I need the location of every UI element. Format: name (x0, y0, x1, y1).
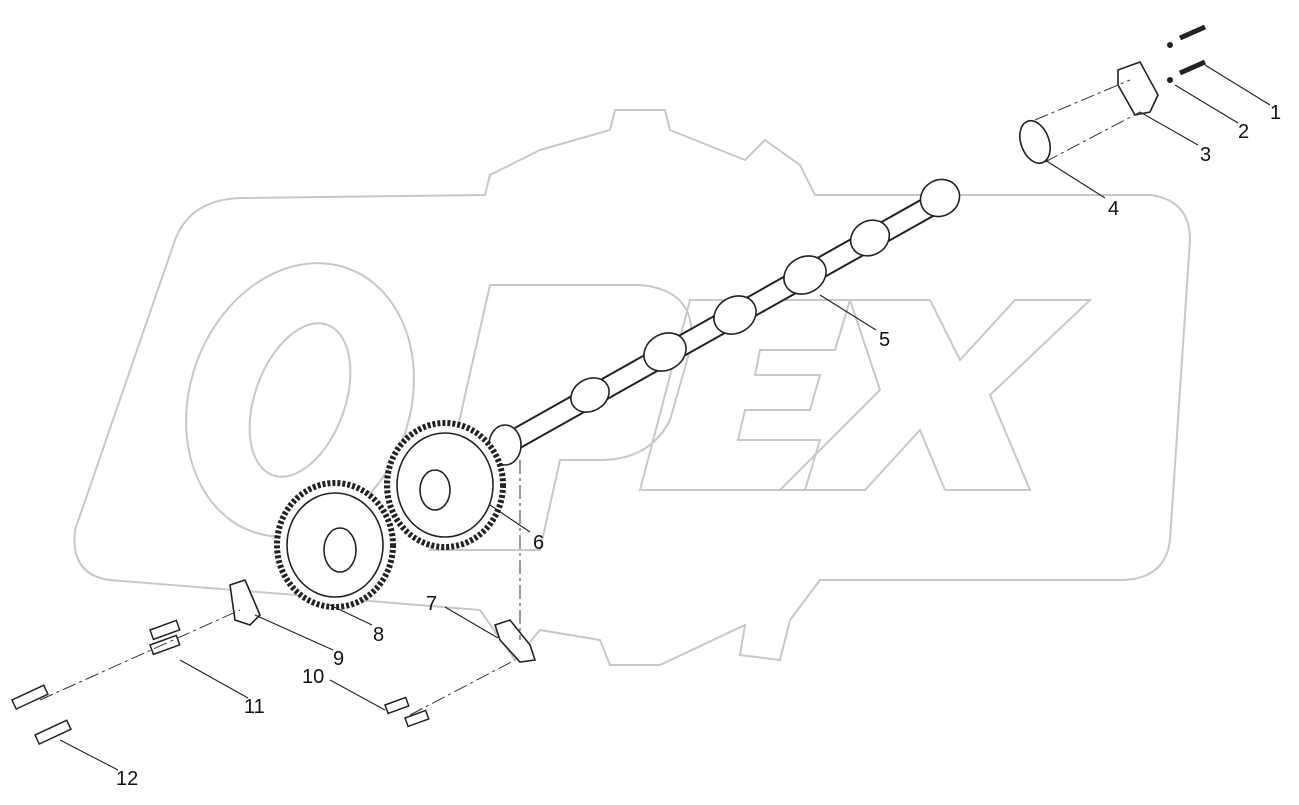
bolts-top (1167, 24, 1207, 83)
leader-lines (59, 64, 1271, 771)
camshaft (488, 178, 961, 466)
center-lines (39, 79, 1141, 716)
callout-8: 8 (373, 624, 384, 646)
bracket (493, 619, 537, 663)
callout-1: 1 (1270, 102, 1281, 124)
callout-9: 9 (333, 648, 344, 670)
callout-2: 2 (1238, 121, 1249, 143)
callouts: 1 2 3 4 5 6 7 8 9 10 11 12 (116, 102, 1281, 790)
callout-3: 3 (1200, 144, 1211, 166)
callout-7: 7 (426, 593, 437, 615)
cover-plate (1117, 61, 1159, 116)
opex-watermark-logo (73, 109, 1192, 666)
callout-4: 4 (1108, 198, 1119, 220)
callout-10: 10 (302, 666, 324, 688)
callout-5: 5 (879, 329, 890, 351)
callout-11: 11 (244, 696, 265, 718)
callout-6: 6 (533, 532, 544, 554)
thrust-plate (229, 579, 261, 626)
gasket (1019, 119, 1051, 165)
bolts (11, 619, 430, 746)
callout-12: 12 (116, 768, 138, 790)
idler-gear (274, 480, 396, 610)
camshaft-gear (384, 420, 506, 550)
